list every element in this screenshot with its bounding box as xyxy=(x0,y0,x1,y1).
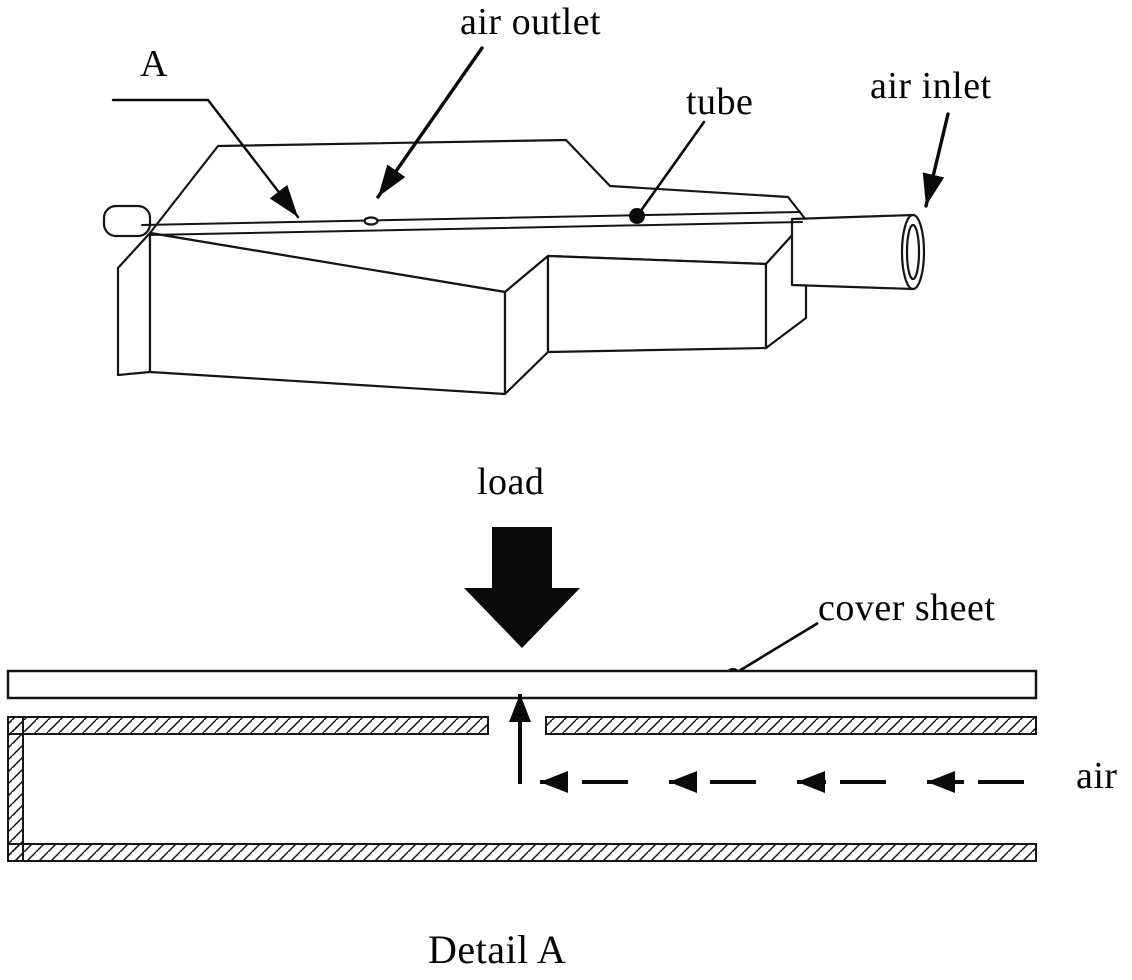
air-outlet-arrow xyxy=(376,46,484,199)
device-front-face-right xyxy=(546,254,768,354)
tube-leader-dot xyxy=(629,208,645,224)
tube-leader-line xyxy=(638,120,706,214)
caption-detail-a: Detail A xyxy=(428,927,567,972)
label-air-inlet: air inlet xyxy=(870,65,992,107)
label-load: load xyxy=(477,461,545,503)
channel-section xyxy=(7,716,1037,862)
label-a: A xyxy=(140,43,168,85)
air-inlet-arrow xyxy=(922,112,950,208)
cover-sheet-leader-line xyxy=(738,621,819,673)
device-3d-drawing xyxy=(102,138,926,396)
tube-bore xyxy=(905,223,921,281)
cover-sheet-plate xyxy=(6,669,1038,700)
air-outlet-hole xyxy=(363,216,379,226)
channel-wall-top-left xyxy=(7,716,489,735)
channel-wall-top-right xyxy=(545,716,1037,735)
left-tube-end xyxy=(102,204,152,238)
label-air: air xyxy=(1076,755,1118,797)
groove-lines xyxy=(141,211,803,236)
leader-a-arrow xyxy=(111,98,300,219)
channel-wall-bottom xyxy=(7,843,1037,862)
device-left-end-face xyxy=(116,231,152,377)
tube-3d xyxy=(790,213,926,291)
label-tube: tube xyxy=(686,81,754,123)
load-arrow xyxy=(464,527,580,648)
label-air-outlet: air outlet xyxy=(460,1,602,43)
channel-wall-left xyxy=(7,716,24,862)
label-cover-sheet: cover sheet xyxy=(818,587,996,629)
